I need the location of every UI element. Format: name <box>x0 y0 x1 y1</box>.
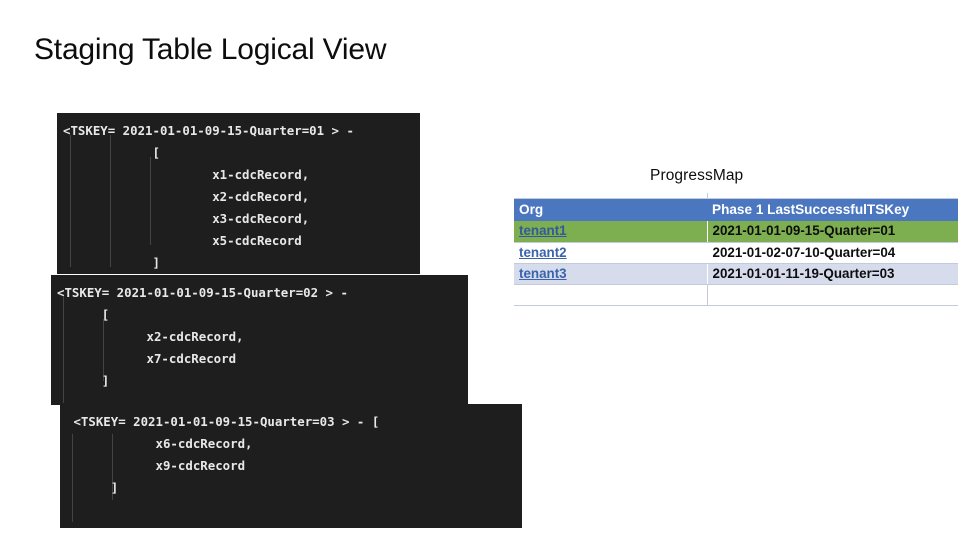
table-row: tenant1 2021-01-01-09-15-Quarter=01 <box>514 221 958 243</box>
tskey-cell: 2021-01-01-11-19-Quarter=03 <box>707 263 958 285</box>
table-header-row: Org Phase 1 LastSuccessfulTSKey <box>514 199 958 221</box>
org-cell: tenant3 <box>514 263 707 285</box>
empty-cell <box>706 284 958 306</box>
code-line: x7-cdcRecord <box>57 351 237 366</box>
code-line: [ <box>63 145 160 160</box>
table-row-empty <box>514 284 958 306</box>
code-line: x1-cdcRecord, <box>63 167 310 182</box>
tskey-quarter-03-panel: <TSKEY= 2021-01-01-09-15-Quarter=03 > - … <box>60 404 522 528</box>
progressmap-table: Org Phase 1 LastSuccessfulTSKey tenant1 … <box>514 199 958 306</box>
code-line: <TSKEY= 2021-01-01-09-15-Quarter=03 > - … <box>66 414 380 429</box>
code-line: <TSKEY= 2021-01-01-09-15-Quarter=01 > - <box>63 123 354 138</box>
table-row: tenant3 2021-01-01-11-19-Quarter=03 <box>514 263 958 285</box>
table-row: tenant2 2021-01-02-07-10-Quarter=04 <box>514 242 958 264</box>
code-line: <TSKEY= 2021-01-01-09-15-Quarter=02 > - <box>57 285 348 300</box>
progressmap-caption: ProgressMap <box>650 167 744 184</box>
org-cell: tenant1 <box>514 221 707 243</box>
code-line: ] <box>66 480 119 495</box>
code-line: x2-cdcRecord, <box>63 189 310 204</box>
tskey-cell: 2021-01-01-09-15-Quarter=01 <box>707 221 958 243</box>
tskey-quarter-01-panel: <TSKEY= 2021-01-01-09-15-Quarter=01 > - … <box>57 113 420 274</box>
tskey-quarter-02-panel: <TSKEY= 2021-01-01-09-15-Quarter=02 > - … <box>51 275 468 405</box>
code-line: x9-cdcRecord <box>66 458 246 473</box>
table-top-rule <box>514 198 958 199</box>
column-header-org: Org <box>514 199 707 221</box>
code-line: x2-cdcRecord, <box>57 329 244 344</box>
code-line: ] <box>63 255 160 270</box>
column-header-lastsuccessfultskey: Phase 1 LastSuccessfulTSKey <box>707 199 958 221</box>
code-line: x5-cdcRecord <box>63 233 302 248</box>
tenant-link[interactable]: tenant3 <box>519 265 567 281</box>
code-line: [ <box>57 307 110 322</box>
code-line: ] <box>57 373 110 388</box>
tskey-cell: 2021-01-02-07-10-Quarter=04 <box>707 242 958 264</box>
tenant-link[interactable]: tenant1 <box>519 223 567 239</box>
tenant-link[interactable]: tenant2 <box>519 244 567 260</box>
empty-cell <box>514 284 707 306</box>
table-column-tick <box>707 193 708 199</box>
page-title: Staging Table Logical View <box>34 33 387 66</box>
code-line: x3-cdcRecord, <box>63 211 310 226</box>
code-line: x6-cdcRecord, <box>66 436 253 451</box>
org-cell: tenant2 <box>514 242 707 264</box>
